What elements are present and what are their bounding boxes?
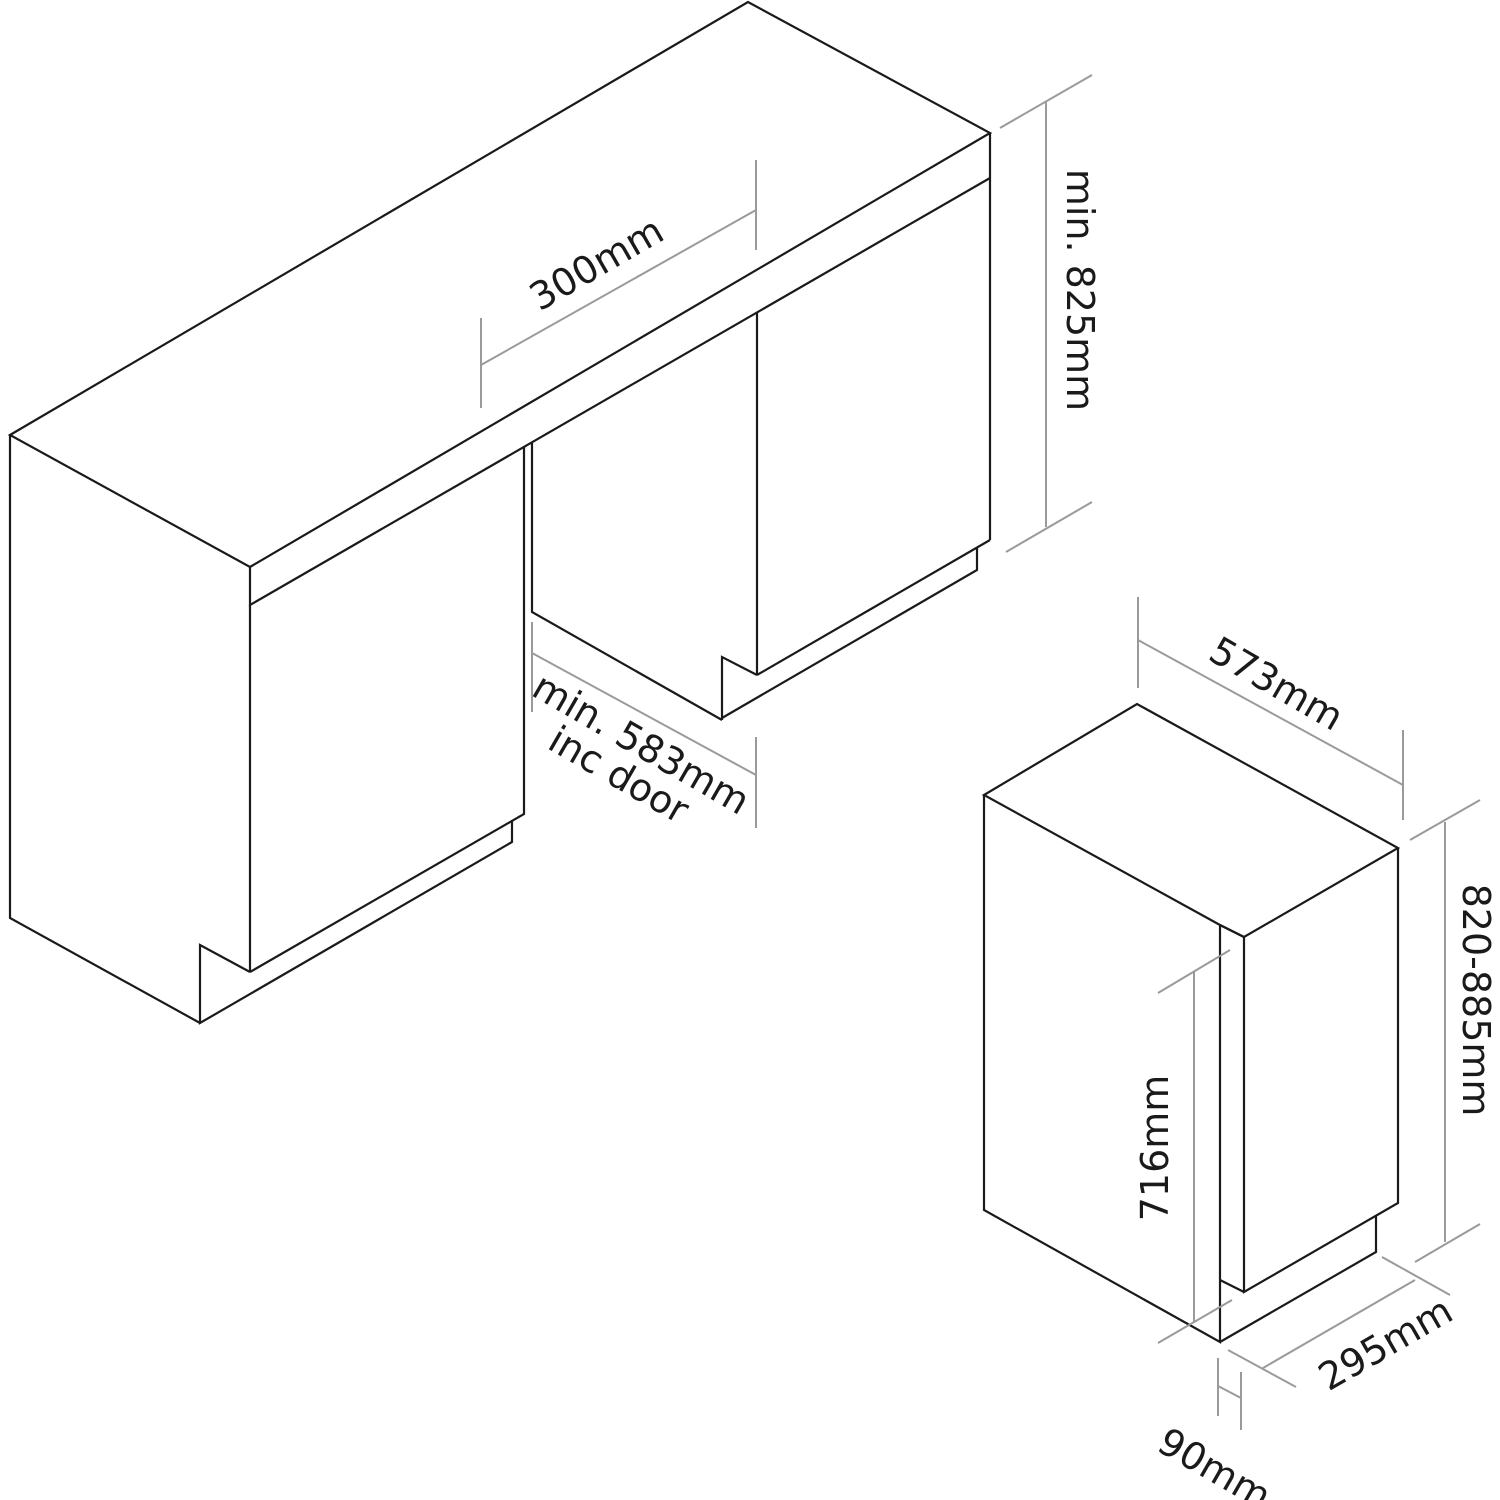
dishwasher-side — [982, 795, 1222, 1344]
plinth-height-label: 90mm — [1151, 1419, 1279, 1500]
right-cabinet-plinth-front — [721, 548, 979, 719]
door-width-label: 295mm — [1311, 1288, 1460, 1399]
kitchen-cabinet-run — [7, 0, 993, 1025]
appliance-depth-label: 573mm — [1202, 628, 1351, 739]
left-cabinet-plinth — [198, 820, 514, 1025]
cabinet-depth-label: min. 583mm inc door — [506, 664, 767, 862]
dishwasher-door-bottom — [1219, 1279, 1245, 1293]
left-cabinet-side — [8, 435, 201, 1024]
dimension-lines — [480, 74, 1481, 1430]
right-cabinet-door-bottom — [756, 539, 991, 676]
dishwasher-plinth — [1219, 1216, 1378, 1343]
appliance-height-label: 820-885mm — [1454, 884, 1498, 1117]
worktop-top-face — [7, 0, 993, 569]
dishwasher-top — [981, 702, 1401, 939]
dishwasher-door — [1219, 848, 1400, 1294]
dishwasher — [981, 702, 1401, 1344]
right-cabinet-plinth — [720, 655, 758, 720]
dimension-labels: 300mm min. 825mm min. 583mm inc door 573… — [506, 169, 1498, 1500]
left-cabinet-door-bottom — [249, 447, 526, 973]
cabinet-height-label: min. 825mm — [1058, 169, 1102, 411]
right-cabinet-left-side — [530, 442, 723, 721]
door-height-label: 716mm — [1133, 1075, 1177, 1222]
gap-width-label: 300mm — [522, 208, 671, 319]
